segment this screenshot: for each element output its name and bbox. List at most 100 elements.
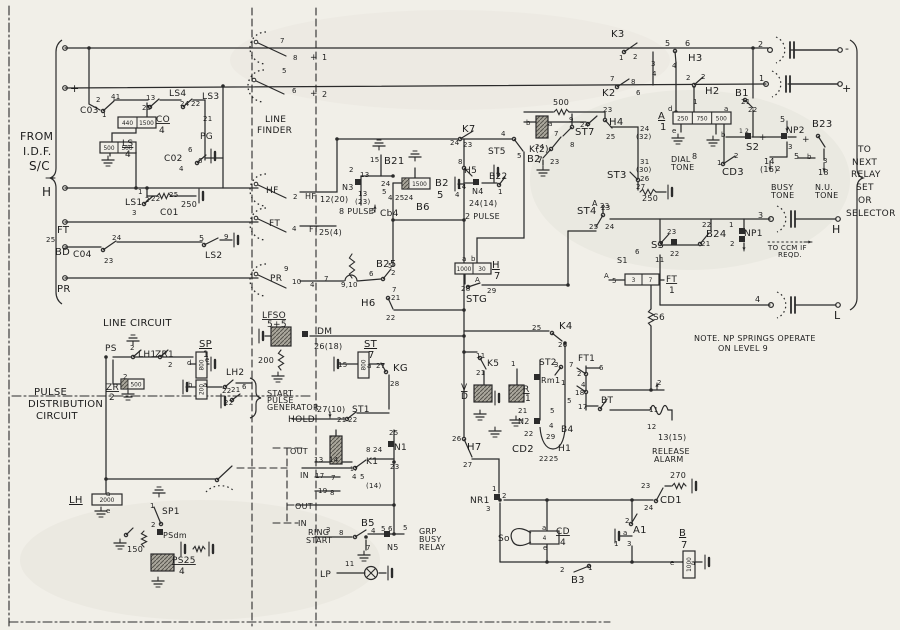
relay-contact-arm (655, 487, 664, 502)
label: 2 (657, 379, 662, 387)
label: 28 (390, 380, 400, 388)
label: OUT (295, 502, 313, 511)
label: PG (200, 132, 213, 142)
relay-coil (150, 553, 175, 572)
label: 27 (376, 362, 386, 370)
label: START (306, 536, 332, 545)
label: 3 (554, 361, 559, 369)
relay-coil (195, 351, 208, 379)
label: 27 (463, 461, 473, 469)
label: 6 (292, 87, 297, 95)
label: 21 (203, 115, 213, 123)
label: H (832, 223, 841, 236)
label: H (492, 260, 500, 271)
label: LINE CIRCUIT (103, 318, 172, 329)
label: 4 (455, 191, 460, 199)
label: Cb4 (380, 209, 399, 219)
label: LINE (265, 115, 286, 125)
resistor-icon (671, 482, 687, 490)
label: 13(15) (658, 433, 686, 442)
rectifier-icon (384, 531, 390, 537)
label: 25 (389, 429, 399, 437)
label: CD3 (722, 167, 744, 178)
coil-value: 440 (122, 121, 133, 127)
label: (32) (636, 133, 652, 141)
label: e (205, 356, 210, 364)
label: 2 (322, 90, 327, 99)
label: 6 (242, 383, 247, 391)
label: 8 (692, 152, 697, 161)
label: 24 (535, 143, 545, 151)
label: a (542, 524, 547, 532)
relay-contact-arm (153, 506, 162, 525)
label: K3 (611, 29, 625, 40)
junction-dot (545, 560, 549, 564)
label: 22 (539, 455, 549, 463)
label: 2 (730, 240, 735, 248)
label: 2 (502, 492, 507, 500)
label: 2 (577, 370, 582, 378)
label: b (471, 255, 476, 263)
coil-value: 500 (130, 382, 141, 388)
label: 22 (702, 221, 712, 229)
label: 22 (151, 195, 161, 203)
terminal-circle (837, 47, 843, 53)
label: 2 (109, 393, 115, 403)
wire (476, 151, 525, 264)
label: 1 (693, 98, 698, 106)
label: 8 (293, 54, 298, 62)
label: 270 (670, 471, 686, 480)
terminal-circle (62, 275, 68, 281)
start-pulse-brace (249, 377, 262, 419)
label: 25 (395, 194, 405, 202)
label: ALARM (654, 455, 684, 464)
label: C01 (160, 208, 179, 218)
coil-value: 500 (716, 116, 727, 122)
label: 6 (198, 157, 203, 165)
junction-dot (392, 460, 396, 464)
label: NR1 (470, 496, 490, 506)
label: 2 (96, 96, 101, 104)
label: 1 (150, 502, 155, 510)
label: PR (57, 284, 71, 295)
spring-arc (205, 485, 234, 493)
junction-dot (462, 334, 466, 338)
label: 4 (179, 165, 184, 173)
label: ST2 (539, 358, 557, 368)
label: CD1 (660, 495, 682, 506)
label: S6 (653, 313, 665, 323)
label: H4 (609, 117, 623, 128)
label: 17 (578, 403, 588, 411)
label: So (498, 534, 510, 544)
wire (299, 138, 515, 193)
rectifier-icon (355, 179, 361, 185)
terminal-circle (62, 244, 68, 250)
label: 23 (104, 257, 114, 265)
junction-dot (630, 498, 634, 502)
label: 4 (310, 281, 315, 289)
label: 27 (636, 183, 646, 191)
label: 22 (191, 100, 201, 108)
label: IN (298, 519, 307, 528)
paper-stain (530, 90, 850, 270)
relay-contact-arm (623, 42, 638, 53)
relay-contact-arm (587, 115, 598, 125)
label: 24 (640, 125, 650, 133)
label: 5 (437, 190, 444, 201)
label: SELECTOR (846, 209, 896, 219)
wire-crossover (344, 274, 358, 282)
label: 5 (388, 262, 393, 270)
label: 5 (517, 152, 522, 160)
label: (23) (355, 198, 371, 206)
wiper-pivot (253, 181, 259, 187)
label: N.U. (815, 183, 833, 192)
wire (192, 99, 206, 161)
relay-coil (473, 384, 493, 403)
transformer-terminal (762, 80, 769, 87)
label: 25 (589, 223, 599, 231)
label: b (526, 119, 531, 127)
relay-contact-arm (699, 232, 710, 245)
label: 1 (669, 286, 675, 296)
label: LS3 (202, 92, 219, 102)
